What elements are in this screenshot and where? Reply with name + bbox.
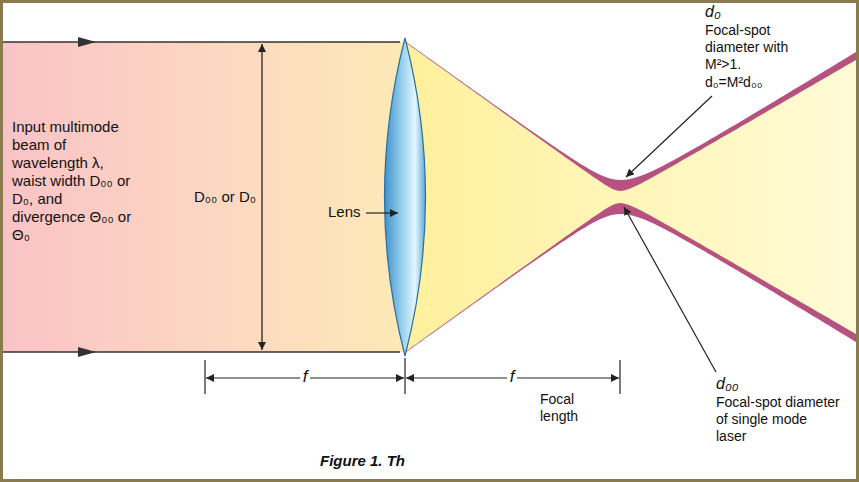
dimension-label: D₀₀ or D₀ bbox=[172, 188, 256, 206]
symbol-label: d₀₀ bbox=[716, 374, 738, 393]
symbol-label: d₀ bbox=[705, 2, 721, 21]
direction-arrowhead bbox=[78, 37, 96, 47]
figure-caption: Figure 1. Th bbox=[320, 452, 405, 470]
part-label: Lens bbox=[328, 203, 361, 221]
direction-arrowhead bbox=[78, 347, 96, 357]
callout-text: Focal-spot diameter with M²>1. bbox=[705, 22, 820, 72]
dimension-label: f bbox=[300, 367, 311, 387]
formula-label: d₀=M²d₀₀ bbox=[705, 74, 763, 91]
leader-line bbox=[366, 212, 398, 213]
extension-line bbox=[619, 360, 620, 394]
lens bbox=[385, 38, 426, 356]
dimension-note: Focal length bbox=[540, 391, 604, 425]
beam-edge-line bbox=[3, 41, 400, 43]
leader-line bbox=[624, 207, 716, 372]
single-mode-beam bbox=[405, 42, 856, 352]
extension-line bbox=[204, 360, 205, 394]
dimension-arrow bbox=[261, 44, 262, 350]
beam-edge-line bbox=[3, 351, 400, 353]
input-beam bbox=[3, 42, 405, 352]
extension-line bbox=[404, 358, 405, 394]
beam-description: Input multimode beam of wavelength λ, wa… bbox=[12, 118, 134, 244]
dimension-label: f bbox=[507, 367, 518, 387]
leader-line bbox=[626, 96, 712, 177]
callout-text: Focal-spot diameter of single mode laser bbox=[716, 394, 840, 444]
multimode-beam bbox=[405, 41, 856, 353]
